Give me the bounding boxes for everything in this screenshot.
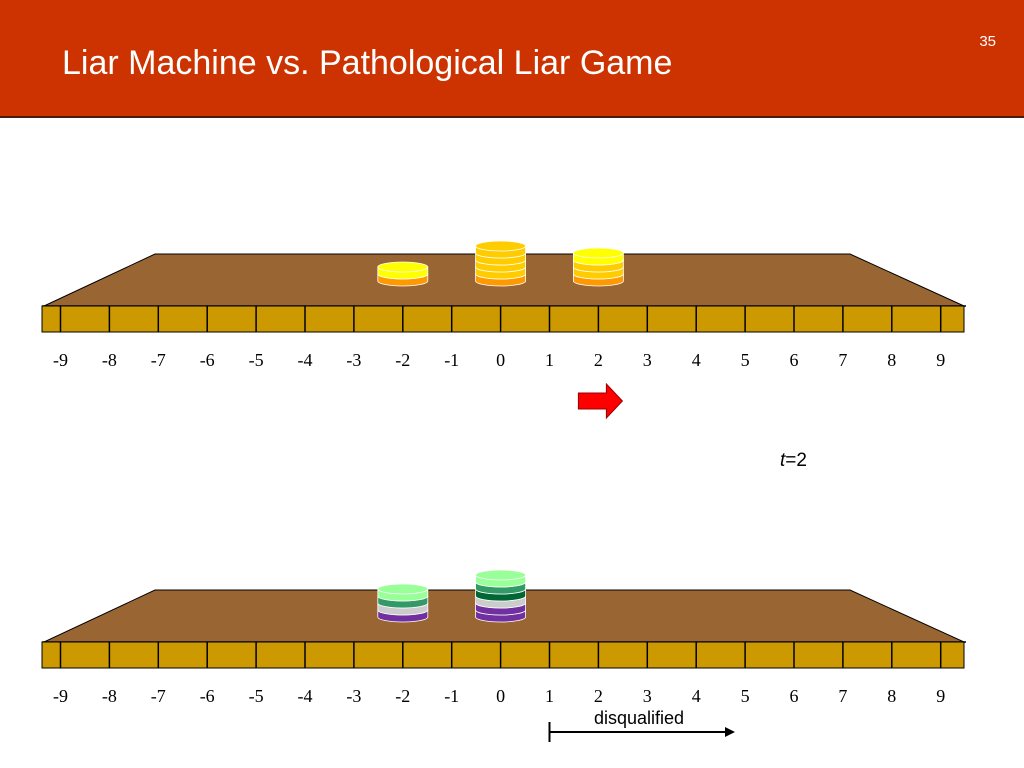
bottom-board: -9 -8 -7 -6 -5 -4 -3 -2 -1 0 1 2 3 4 5 6 7 8 9 disqualified	[41, 569, 966, 742]
chip	[475, 569, 527, 588]
chip-top	[475, 569, 527, 581]
disqualified-arrowhead	[725, 727, 735, 737]
top-tick-label: 3	[643, 350, 652, 370]
bottom-tick-label: -8	[102, 686, 117, 706]
top-tick-label: -6	[200, 350, 215, 370]
top-tick-label: 9	[936, 350, 945, 370]
top-tick-label: -7	[151, 350, 166, 370]
bottom-tick-label: 2	[594, 686, 603, 706]
bottom-tick-label: 5	[741, 686, 750, 706]
top-tick-label: 6	[790, 350, 799, 370]
bottom-tick-label: 6	[790, 686, 799, 706]
bottom-chip-stack	[475, 569, 527, 623]
time-variable: t	[780, 450, 786, 471]
top-board: -9 -8 -7 -6 -5 -4 -3 -2 -1 0 1 2 3 4 5 6 7 8 9	[41, 240, 966, 420]
top-chip-stack	[475, 240, 527, 287]
chip-top	[573, 247, 624, 259]
top-tick-label: 1	[545, 350, 554, 370]
top-tick-label: -5	[249, 350, 264, 370]
chip	[573, 247, 624, 266]
bottom-tick-label: -5	[249, 686, 264, 706]
bottom-tick-label: -4	[298, 686, 313, 706]
bottom-tick-label: -9	[53, 686, 68, 706]
top-tick-label: 4	[692, 350, 701, 370]
bottom-tick-label: 4	[692, 686, 701, 706]
chip	[377, 583, 429, 602]
top-tick-label: -4	[298, 350, 313, 370]
move-right-arrow	[577, 382, 624, 420]
bottom-tick-label: -6	[200, 686, 215, 706]
chip	[475, 240, 527, 259]
chip-top	[377, 583, 429, 595]
top-chip-stack	[573, 247, 624, 287]
disqualified-label: disqualified	[594, 708, 684, 728]
bottom-tick-label: 3	[643, 686, 652, 706]
top-tick-label: -9	[53, 350, 68, 370]
bottom-tick-label: -2	[395, 686, 410, 706]
time-value: =2	[785, 450, 807, 471]
bottom-number-strip	[41, 641, 965, 669]
chip	[377, 261, 429, 280]
top-tick-label: -3	[346, 350, 361, 370]
top-tick-label: -1	[444, 350, 459, 370]
top-tick-label: 7	[838, 350, 847, 370]
time-label: t=2	[780, 450, 807, 471]
bottom-tick-label: 8	[887, 686, 896, 706]
chip-top	[377, 261, 429, 273]
top-tick-label: 2	[594, 350, 603, 370]
top-tick-label: 0	[496, 350, 505, 370]
bottom-tick-label: -3	[346, 686, 361, 706]
chip-top	[475, 240, 527, 252]
bottom-tick-label: -7	[151, 686, 166, 706]
slide-header: Liar Machine vs. Pathological Liar Game …	[0, 0, 1024, 118]
slide-title: Liar Machine vs. Pathological Liar Game	[62, 44, 673, 82]
top-number-strip	[41, 305, 965, 333]
disqualified-indicator: disqualified	[548, 708, 735, 742]
top-tick-label: -2	[395, 350, 410, 370]
top-tick-label: 5	[741, 350, 750, 370]
top-tick-label: -8	[102, 350, 117, 370]
bottom-tick-label: 0	[496, 686, 505, 706]
slide-number: 35	[979, 33, 996, 50]
bottom-tick-label: 7	[838, 686, 847, 706]
top-tick-label: 8	[887, 350, 896, 370]
bottom-tick-label: 1	[545, 686, 554, 706]
bottom-tick-label: -1	[444, 686, 459, 706]
bottom-chip-stack	[377, 583, 429, 623]
bottom-tick-label: 9	[936, 686, 945, 706]
top-chip-stack	[377, 261, 429, 287]
